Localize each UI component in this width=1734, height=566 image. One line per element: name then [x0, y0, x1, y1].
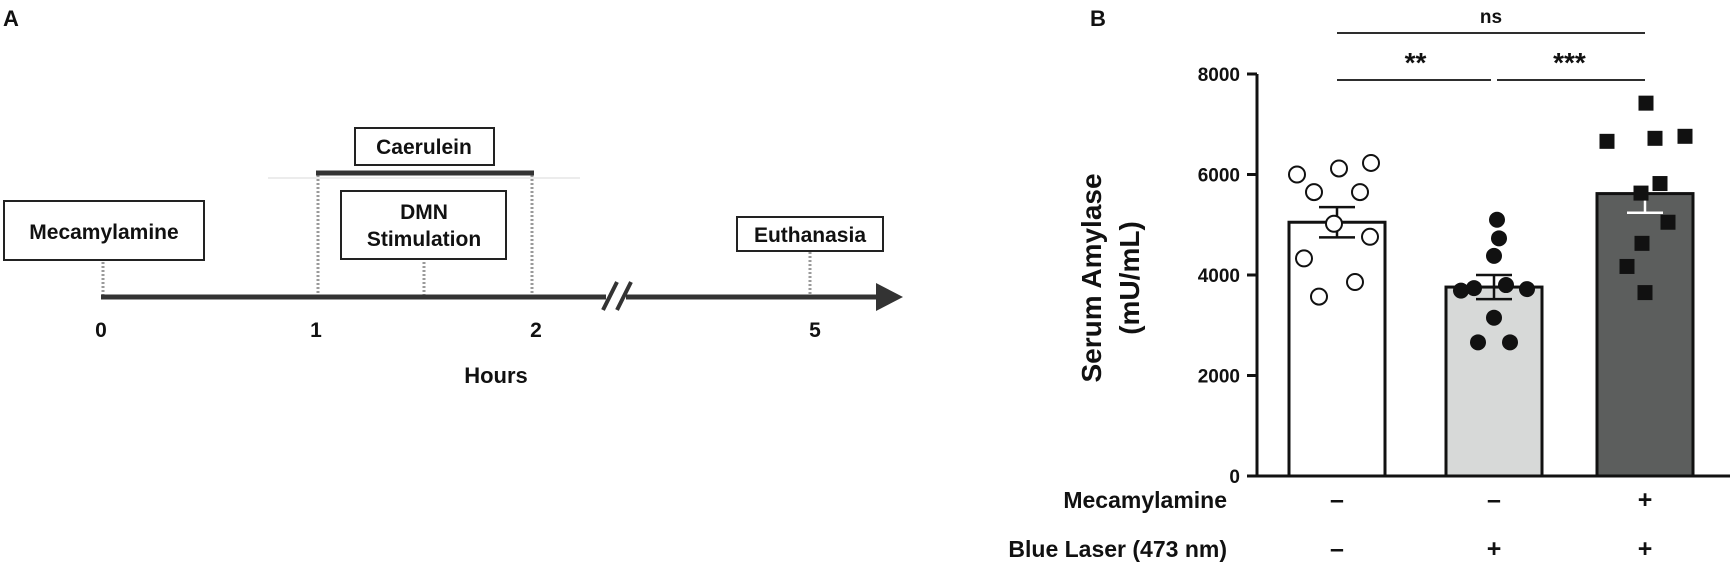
y-tick-label: 4000 [1198, 266, 1240, 287]
axis-break-mark-2 [615, 281, 633, 311]
significance-label: ns [1480, 7, 1502, 28]
treatment-symbol: + [1638, 535, 1653, 563]
panel-b: B Serum Amylase (mU/mL) 0 2000 4000 6000 800… [1008, 6, 1730, 563]
timeline-tick-5: 5 [809, 319, 821, 342]
data-point-filled [1453, 282, 1469, 299]
panel-b-label: B [1090, 6, 1106, 31]
data-point-square [1633, 185, 1649, 201]
treatment-symbol: + [1638, 486, 1653, 514]
data-point-square [1677, 128, 1693, 144]
data-point-open [1310, 287, 1328, 306]
euthanasia-box-label: Euthanasia [754, 224, 866, 247]
data-point-square [1652, 176, 1668, 192]
data-point-filled [1466, 280, 1482, 297]
data-point-open [1351, 183, 1369, 202]
caerulein-box-label: Caerulein [376, 136, 472, 159]
dmn-box-line1: DMN [400, 201, 448, 224]
data-point-filled [1486, 247, 1502, 264]
dmn-box-line2: Stimulation [367, 228, 481, 251]
timeline-arrowhead [876, 283, 903, 311]
data-point-filled [1498, 277, 1514, 294]
timeline-tick-0: 0 [95, 319, 107, 342]
data-point-square [1647, 130, 1663, 146]
y-tick-label: 0 [1229, 467, 1240, 488]
significance-label: ** [1405, 47, 1427, 78]
treatment-symbol: – [1330, 535, 1344, 563]
y-axis-title-line1: Serum Amylase [1076, 173, 1107, 382]
data-point-filled [1502, 334, 1518, 351]
data-point-open [1330, 159, 1348, 178]
data-point-open [1288, 165, 1306, 184]
data-point-square [1637, 285, 1653, 301]
data-point-open [1295, 249, 1313, 268]
treatment-symbol: – [1330, 486, 1344, 514]
panel-a: A Mecamylamine Caerulein DMN Stimulation… [3, 6, 903, 388]
data-point-filled [1470, 334, 1486, 351]
significance-label: *** [1553, 47, 1586, 78]
mecamylamine-box [3, 200, 205, 261]
data-point-filled [1489, 211, 1505, 228]
caerulein-box [354, 127, 495, 166]
y-ticks: 0 2000 4000 6000 8000 [1198, 65, 1257, 488]
y-tick-label: 6000 [1198, 166, 1240, 187]
data-point-open [1346, 273, 1364, 292]
data-points [1288, 95, 1693, 351]
data-point-filled [1491, 230, 1507, 247]
timeline-tick-1: 1 [310, 319, 322, 342]
treatment-rows: Mecamylamine – – + Blue Laser (473 nm) – + + [1008, 486, 1652, 563]
error-bars [1319, 173, 1663, 301]
data-point-square [1619, 258, 1635, 274]
data-point-open [1325, 214, 1343, 233]
data-point-open [1305, 183, 1323, 202]
treatment-symbol: + [1487, 535, 1502, 563]
euthanasia-box [736, 216, 884, 252]
mecamylamine-box-label: Mecamylamine [29, 221, 178, 244]
data-point-open [1362, 153, 1380, 172]
y-tick-label: 2000 [1198, 367, 1240, 388]
treatment-row-label: Blue Laser (473 nm) [1008, 536, 1227, 562]
treatment-row-label: Mecamylamine [1063, 487, 1227, 513]
axis-break-mark-1 [601, 281, 619, 311]
dmn-stimulation-box [340, 190, 507, 260]
data-point-square [1638, 95, 1654, 111]
timeline-tick-2: 2 [530, 319, 542, 342]
data-point-square [1660, 214, 1676, 230]
bars [1287, 192, 1695, 478]
y-tick-label: 8000 [1198, 65, 1240, 86]
treatment-symbol: – [1487, 486, 1501, 514]
data-point-square [1634, 235, 1650, 251]
timeline-axis-title: Hours [464, 363, 528, 388]
data-point-filled [1486, 309, 1502, 326]
data-point-open [1361, 227, 1379, 246]
y-axis-title-line2: (mU/mL) [1114, 221, 1145, 335]
data-point-filled [1519, 281, 1535, 298]
panel-a-label: A [3, 6, 19, 31]
significance-brackets: *****ns [1337, 7, 1645, 81]
data-point-square [1599, 133, 1615, 149]
